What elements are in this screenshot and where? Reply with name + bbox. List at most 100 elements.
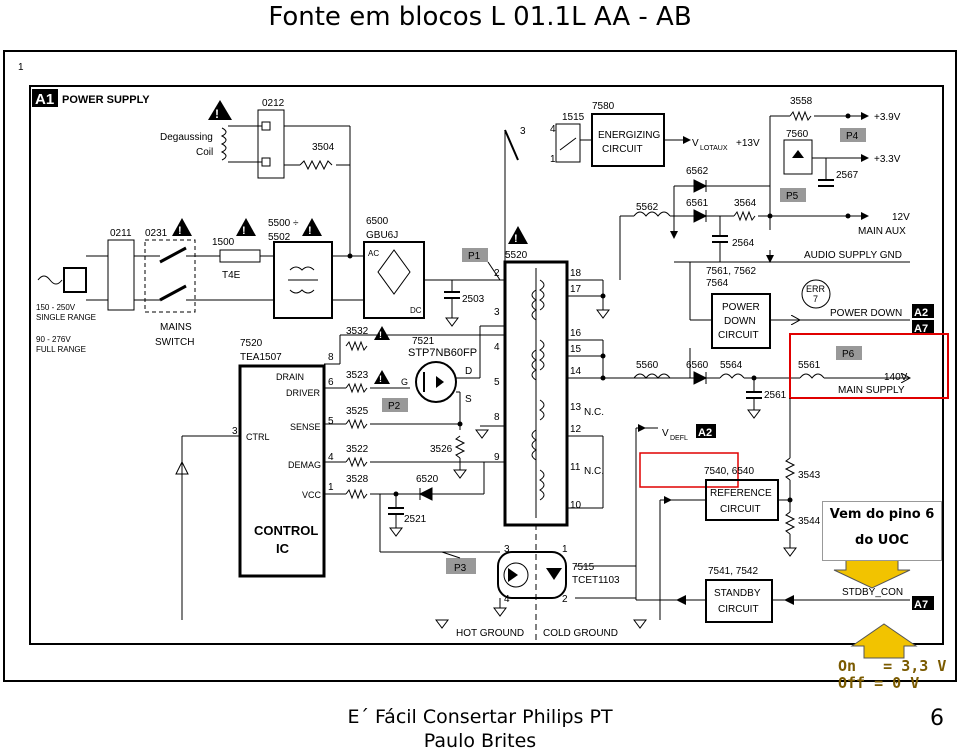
svg-text:!: ! [379,374,382,384]
plus13-label: +13V [736,138,760,149]
ic-pin1: 1 [328,482,334,493]
slide-title: Fonte em blocos L 01.1L AA - AB [268,2,692,32]
coil-5561 [799,373,825,379]
tr-pin14: 14 [570,366,582,377]
warning-icon [374,326,390,340]
down-arrow-icon [833,559,911,589]
connector-0211 [107,239,135,311]
v33-label: +3.3V [874,154,901,165]
ref-6520: 6520 [416,474,439,485]
diode-6562 [693,179,708,193]
tr-pin3: 3 [494,307,500,318]
cold-ground-label: COLD GROUND [543,628,618,639]
opto-pin2: 2 [562,594,568,605]
ref-3504: 3504 [312,142,335,153]
powerdown-label-2: DOWN [724,316,756,327]
svg-text:!: ! [178,225,182,237]
pin-demag: DEMAG [288,460,321,470]
mains-switch-box [144,239,196,313]
badge-a7-top [912,320,934,334]
p4-label: P4 [846,131,859,142]
v39-label: +3.9V [874,112,901,123]
footer-line1: E´ Fácil Consertar Philips PT [347,706,613,728]
energizing-label-1: ENERGIZING [598,130,660,141]
warning-icon [508,226,528,244]
a2-top-label: A2 [914,307,928,319]
vdefl-label: V [662,428,669,439]
opto-pin4: 4 [504,594,510,605]
ref-6561: 6561 [686,198,709,209]
mainsupply-label: MAIN SUPPLY [838,385,905,396]
nc-label-2: N.C. [584,466,604,477]
mains-plug-icon [63,267,87,293]
ref-7560: 7560 [786,129,809,140]
ref-tcet: TCET1103 [572,575,620,586]
badge-a2-mid [696,424,716,438]
connector-0212 [257,109,285,179]
optocoupler-7515 [497,551,567,599]
audio-gnd-label: AUDIO SUPPLY GND [804,250,902,261]
relay-pin1: 1 [550,154,556,165]
ref-5562: 5562 [636,202,659,213]
opto-pin3: 3 [504,544,510,555]
ref-5564: 5564 [720,360,743,371]
tp-p3 [446,558,476,574]
tr-pin13: 13 [570,402,582,413]
ref-highlight [639,452,739,488]
pin-ctrl: CTRL [246,432,270,442]
coil-label: Coil [196,147,213,158]
v12-label: 12V [892,212,910,223]
degauss-coil-icon [220,127,227,161]
control-ic-block [238,364,326,578]
mosfet-7521 [415,361,457,403]
ref-3544: 3544 [798,516,821,527]
ref-7521: 7521 [412,336,435,347]
p3-label: P3 [454,563,467,574]
ac-source-icon [37,275,63,285]
standby-circuit-block [705,579,773,623]
err7-badge [801,279,831,309]
ref-3525: 3525 [346,406,369,417]
main-supply-highlight [789,333,949,399]
ref-tea1507: TEA1507 [240,352,282,363]
control-label: CONTROL [254,523,318,538]
ref-5561: 5561 [798,360,821,371]
coil-5564 [719,373,745,379]
range1b: SINGLE RANGE [36,313,96,322]
a2-mid-label: A2 [698,427,712,439]
tr-pin11: 11 [570,462,581,473]
diode-6520 [418,487,433,501]
powerdown-label-1: POWER [722,302,760,313]
vlotaux-sub: LOTAUX [700,145,728,152]
inner-border [29,85,944,645]
footer: E´ Fácil Consertar Philips PT Paulo Brit… [300,705,660,753]
pin-sense: SENSE [290,422,321,432]
callout-line2: do UOC [855,533,909,548]
ref-3543: 3543 [798,470,821,481]
standby-label-2: CIRCUIT [718,604,759,615]
warning-icon [236,218,256,236]
regulator-7560 [783,139,813,175]
callout-box: Vem do pino 6 do UOC [822,501,942,561]
tr-pin8: 8 [494,412,500,423]
pin-vcc: VCC [302,490,322,500]
tp-p1 [462,248,488,262]
a7-bottom-label: A7 [914,599,928,611]
ic-pin5: 5 [328,416,334,427]
v140-label: 140V [884,372,908,383]
up-arrow-icon [850,623,918,659]
ref-0211: 0211 [110,228,132,239]
ic-pin8: 8 [328,352,334,363]
a1-badge [32,89,58,107]
powerdown-signal-label: POWER DOWN [830,308,902,319]
mains-label: MAINS [160,322,192,333]
warning-icon [172,218,192,236]
svg-text:!: ! [242,225,246,237]
ref-3528: 3528 [346,474,369,485]
hot-ground-label: HOT GROUND [456,628,524,639]
powerdown-label-3: CIRCUIT [718,330,759,341]
ref-5500: 5500 ÷ [268,218,299,229]
ref-7515: 7515 [572,562,595,573]
drain-label: D [465,366,472,377]
